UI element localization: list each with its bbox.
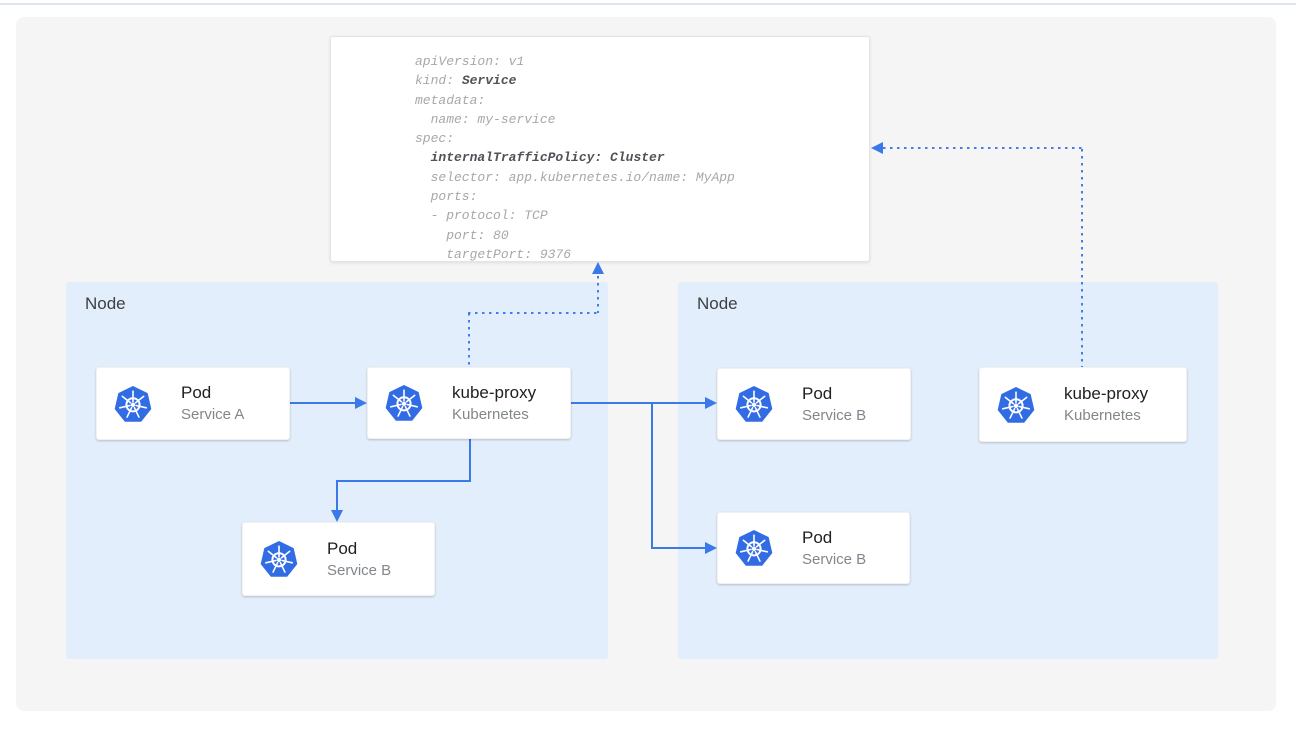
card-title: Pod: [181, 382, 244, 403]
kubernetes-icon: [734, 383, 774, 425]
card-subtitle: Service B: [802, 550, 866, 570]
card-subtitle: Service A: [181, 405, 244, 425]
card-subtitle: Kubernetes: [1064, 406, 1148, 426]
card-title: Pod: [802, 527, 866, 548]
edge-kubeproxy-to-right-pod-top: [571, 402, 705, 404]
kubernetes-icon: [734, 527, 774, 569]
yaml-code-line: ports:: [415, 187, 869, 206]
card-title: Pod: [327, 538, 391, 559]
edge-branch-to-right-pod-bottom: [651, 547, 705, 549]
yaml-code-line: apiVersion: v1: [415, 52, 869, 71]
pod-card-service-b-right-top: Pod Service B: [717, 368, 911, 440]
arrowhead-up-icon: [592, 262, 604, 274]
card-title: kube-proxy: [452, 382, 536, 403]
kubernetes-icon: [259, 538, 299, 580]
card-subtitle: Kubernetes: [452, 405, 536, 425]
yaml-code: apiVersion: v1kind: Servicemetadata: nam…: [331, 37, 869, 264]
yaml-code-line: targetPort: 9376: [415, 245, 869, 264]
yaml-code-line: name: my-service: [415, 110, 869, 129]
edge-kubeproxy-down: [469, 438, 471, 482]
kubernetes-icon: [996, 384, 1036, 426]
kube-proxy-card-right: kube-proxy Kubernetes: [979, 367, 1187, 442]
edge-poda-to-kubeproxy: [290, 402, 356, 404]
pod-card-service-b-left: Pod Service B: [242, 522, 435, 596]
kubernetes-icon: [384, 382, 424, 424]
edge-kubeproxy-left: [337, 480, 471, 482]
yaml-code-line: selector: app.kubernetes.io/name: MyApp: [415, 168, 869, 187]
arrowhead-right-icon: [355, 397, 367, 409]
node-label: Node: [697, 294, 738, 314]
top-divider: [0, 3, 1296, 5]
kube-proxy-card-left: kube-proxy Kubernetes: [367, 367, 571, 439]
pod-card-service-b-right-bottom: Pod Service B: [717, 512, 910, 584]
edge-to-left-pod-b: [336, 480, 338, 512]
arrowhead-down-icon: [331, 510, 343, 522]
yaml-code-line: internalTrafficPolicy: Cluster: [415, 148, 869, 167]
dotted-edge-right-kubeproxy-to-yaml: [883, 147, 1083, 149]
node-box-right: Node: [678, 282, 1218, 659]
yaml-code-line: metadata:: [415, 91, 869, 110]
service-yaml-card: apiVersion: v1kind: Servicemetadata: nam…: [330, 36, 870, 262]
kubernetes-icon: [113, 383, 153, 425]
card-subtitle: Service B: [802, 406, 866, 426]
dotted-edge-left-kubeproxy-up: [468, 313, 470, 367]
yaml-code-line: port: 80: [415, 226, 869, 245]
card-title: Pod: [802, 383, 866, 404]
node-box-left: Node: [66, 282, 608, 659]
card-title: kube-proxy: [1064, 383, 1148, 404]
edge-branch-down: [651, 402, 653, 549]
yaml-code-line: spec:: [415, 129, 869, 148]
dotted-edge-right-kubeproxy-up: [1081, 149, 1083, 367]
arrowhead-right-icon: [705, 397, 717, 409]
dotted-edge-left-kubeproxy-across: [468, 312, 599, 314]
node-label: Node: [85, 294, 126, 314]
arrowhead-right-icon: [705, 542, 717, 554]
yaml-code-line: kind: Service: [415, 71, 869, 90]
card-subtitle: Service B: [327, 561, 391, 581]
yaml-code-line: - protocol: TCP: [415, 206, 869, 225]
dotted-edge-left-kubeproxy-to-yaml: [597, 269, 599, 313]
arrowhead-left-icon: [871, 142, 883, 154]
pod-card-service-a: Pod Service A: [96, 367, 290, 440]
